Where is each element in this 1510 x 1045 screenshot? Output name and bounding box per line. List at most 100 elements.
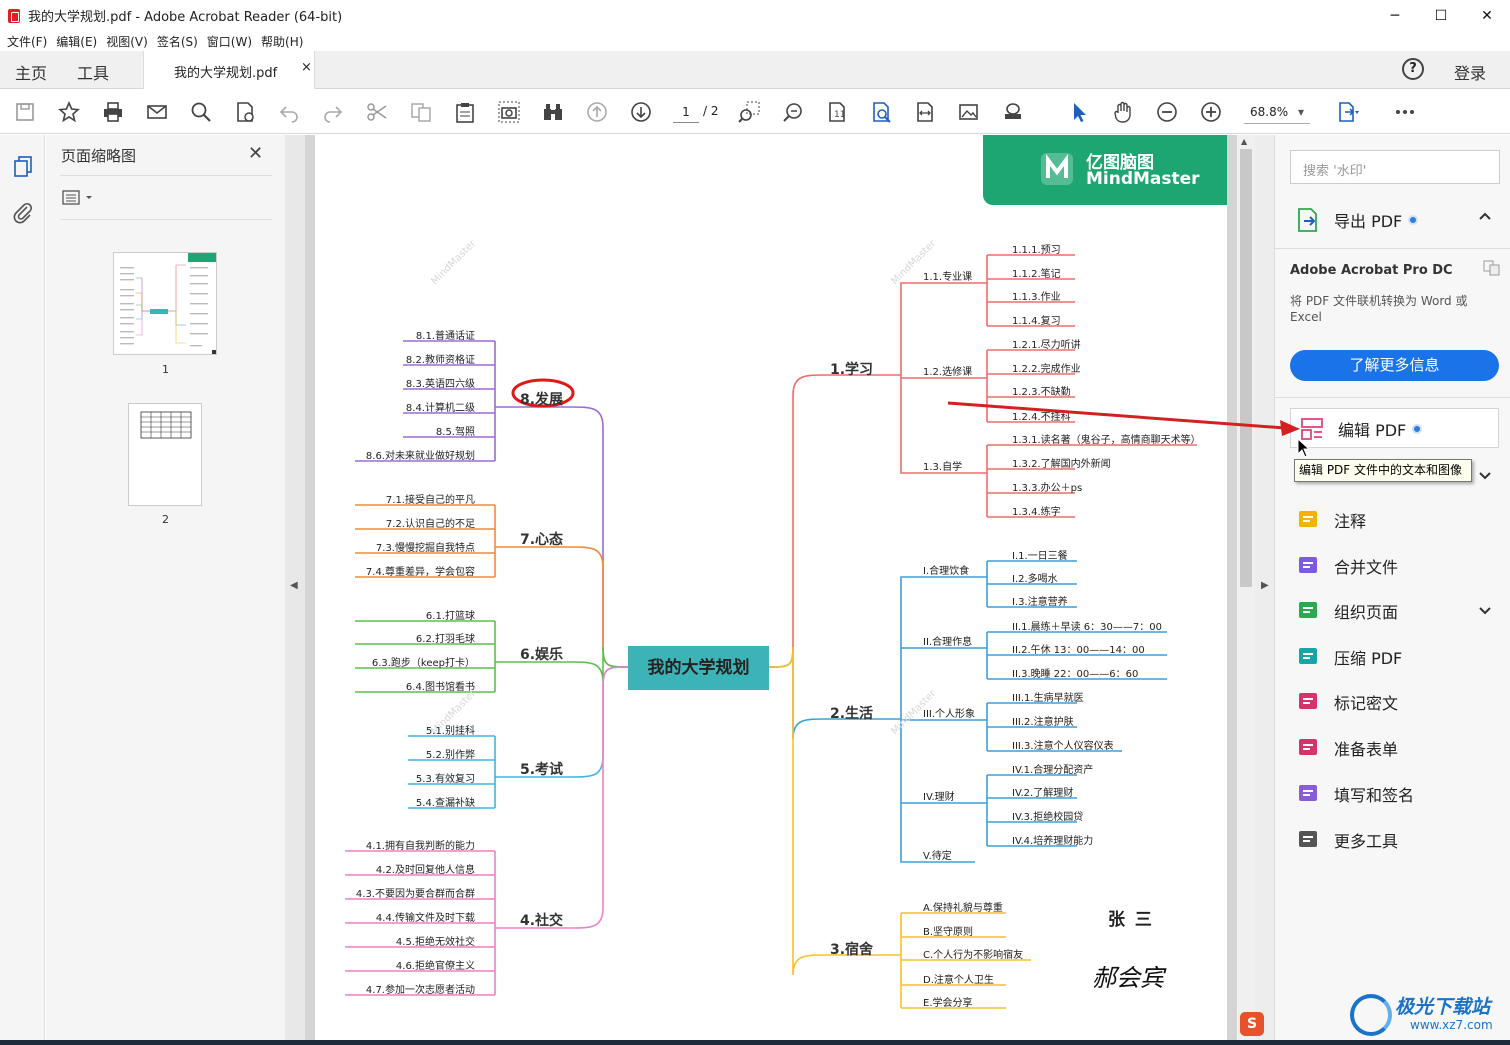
life-leaf-11: IV.3.拒绝校园贷 [1012, 812, 1084, 823]
save-icon[interactable] [13, 100, 37, 124]
mind-leaf-1: 7.2.认识自己的不足 [385, 519, 475, 530]
snapshot-icon[interactable] [497, 100, 521, 124]
maximize-button[interactable]: ☐ [1434, 7, 1448, 24]
fill-sign-label: 填写和签名 [1334, 786, 1415, 805]
menu-sign[interactable]: 签名(S) [156, 34, 198, 49]
copy-icon[interactable] [409, 100, 433, 124]
organize-pages-chevron-icon[interactable] [1478, 605, 1492, 619]
edit-pdf-tool[interactable]: 编辑 PDF [1290, 408, 1499, 448]
edit-pdf-label: 编辑 PDF [1338, 421, 1407, 440]
vertical-scrollbar[interactable]: ▲ ▼ [1237, 135, 1255, 1040]
protect-file-icon[interactable] [233, 100, 257, 124]
clipboard-icon[interactable] [453, 100, 477, 124]
left-navigation-rail [0, 135, 45, 1040]
combine-files-icon [1295, 553, 1321, 579]
menu-bar: 文件(F) 编辑(E) 视图(V) 签名(S) 窗口(W) 帮助(H) [0, 31, 1510, 51]
thumbnail-label-2: 2 [162, 513, 169, 526]
menu-help[interactable]: 帮助(H) [261, 34, 304, 49]
zoom-level-select[interactable]: 68.8% [1244, 102, 1310, 124]
social-leaf-3: 4.4.传输文件及时下载 [375, 913, 475, 924]
bookmark-star-icon[interactable] [57, 100, 81, 124]
page-tools-icon[interactable] [1336, 100, 1360, 124]
select-cursor-icon[interactable] [1067, 100, 1091, 124]
email-icon[interactable] [145, 100, 169, 124]
life-sub-3: IV.理财 [923, 792, 955, 803]
zoom-in-icon[interactable] [1199, 100, 1223, 124]
menu-window[interactable]: 窗口(W) [206, 34, 253, 49]
stamp-icon[interactable] [1001, 100, 1025, 124]
right-panel-splitter[interactable]: ▶ [1255, 135, 1274, 1040]
acrobat-pro-title: Adobe Acrobat Pro DC [1290, 263, 1453, 278]
export-pdf-label: 导出 PDF [1334, 212, 1403, 231]
fun-leaf-1: 6.2.打羽毛球 [415, 634, 475, 645]
study-leaf-11: 1.3.4.练字 [1012, 507, 1061, 518]
comment-tool[interactable]: 注释 [1295, 505, 1505, 535]
more-tools-tool[interactable]: 更多工具 [1295, 825, 1505, 855]
study-leaf-6: 1.2.3.不缺勤 [1012, 387, 1071, 398]
fill-sign-tool[interactable]: 填写和签名 [1295, 779, 1505, 809]
tab-tools[interactable]: 工具 [77, 64, 110, 83]
find-in-page-icon[interactable] [869, 100, 893, 124]
prepare-form-tool[interactable]: 准备表单 [1295, 733, 1505, 763]
redact-tool[interactable]: 标记密文 [1295, 687, 1505, 717]
compress-pdf-tool[interactable]: 压缩 PDF [1295, 642, 1505, 672]
attachment-icon[interactable] [12, 201, 34, 228]
login-button[interactable]: 登录 [1454, 64, 1487, 83]
page-thumbnails-icon[interactable] [12, 155, 34, 182]
scroll-up-arrow-icon[interactable]: ▲ [1241, 137, 1248, 146]
thumbnail-options-icon[interactable] [62, 189, 96, 207]
create-pdf-chevron-icon[interactable] [1478, 470, 1492, 484]
life-sub-2: III.个人形象 [923, 709, 976, 720]
fit-width-icon[interactable] [913, 100, 937, 124]
collapse-right-arrow-icon[interactable]: ▶ [1261, 580, 1269, 591]
thumbnail-label-1: 1 [162, 363, 169, 376]
more-options-icon[interactable] [1393, 100, 1417, 124]
next-page-icon[interactable] [629, 100, 653, 124]
fit-page-icon[interactable]: 11 [825, 100, 849, 124]
redo-icon[interactable] [321, 100, 345, 124]
zoom-out-icon[interactable] [1155, 100, 1179, 124]
tab-home[interactable]: 主页 [15, 64, 48, 83]
menu-edit[interactable]: 编辑(E) [56, 34, 98, 49]
binoculars-icon[interactable] [541, 100, 565, 124]
tab-document[interactable]: 我的大学规划.pdf × [143, 51, 315, 89]
learn-more-button[interactable]: 了解更多信息 [1290, 350, 1499, 381]
ime-logo-icon: S [1240, 1012, 1264, 1036]
page-number-input[interactable]: 1 [673, 101, 699, 123]
logo-chinese-text: 亿图脑图 [1086, 153, 1154, 173]
collapse-left-arrow-icon[interactable]: ◀ [290, 580, 298, 591]
taskbar-strip [0, 1040, 1510, 1045]
page-thumbnail-2[interactable] [128, 403, 202, 506]
close-window-button[interactable]: ✕ [1481, 7, 1493, 24]
marquee-zoom-icon[interactable] [737, 100, 761, 124]
study-leaf-2: 1.1.3.作业 [1012, 292, 1061, 303]
tab-close-icon[interactable]: × [301, 60, 312, 75]
export-image-icon[interactable] [957, 100, 981, 124]
exam-leaf-0: 5.1.别挂科 [425, 726, 475, 737]
menu-view[interactable]: 视图(V) [106, 34, 148, 49]
organize-pages-tool[interactable]: 组织页面 [1295, 596, 1505, 626]
help-icon[interactable]: ? [1402, 58, 1424, 80]
more-tools-label: 更多工具 [1334, 832, 1399, 851]
export-pdf-tool[interactable]: 导出 PDF [1295, 205, 1505, 235]
combine-files-tool[interactable]: 合并文件 [1295, 551, 1505, 581]
menu-file[interactable]: 文件(F) [7, 34, 48, 49]
tools-search-input[interactable]: 搜索 '水印' [1290, 150, 1500, 184]
minimize-button[interactable]: ─ [1390, 7, 1400, 24]
dorm-leaf-4: E.学会分享 [923, 998, 973, 1009]
scissors-icon[interactable] [365, 100, 389, 124]
thumbnails-panel: 页面缩略图 ✕ 1 2 [46, 135, 285, 1040]
hand-tool-icon[interactable] [1111, 100, 1135, 124]
print-icon[interactable] [101, 100, 125, 124]
scrollbar-thumb[interactable] [1240, 149, 1252, 587]
zoom-dynamic-icon[interactable] [781, 100, 805, 124]
search-zoom-icon[interactable] [189, 100, 213, 124]
previous-page-icon[interactable] [585, 100, 609, 124]
left-panel-splitter[interactable]: ◀ [285, 135, 305, 1040]
mind-leaf-0: 7.1.接受自己的平凡 [385, 495, 475, 506]
undo-icon[interactable] [277, 100, 301, 124]
collapse-export-chevron-icon[interactable] [1478, 209, 1492, 225]
page-thumbnail-1[interactable] [113, 252, 217, 355]
panel-close-icon[interactable]: ✕ [248, 143, 264, 164]
